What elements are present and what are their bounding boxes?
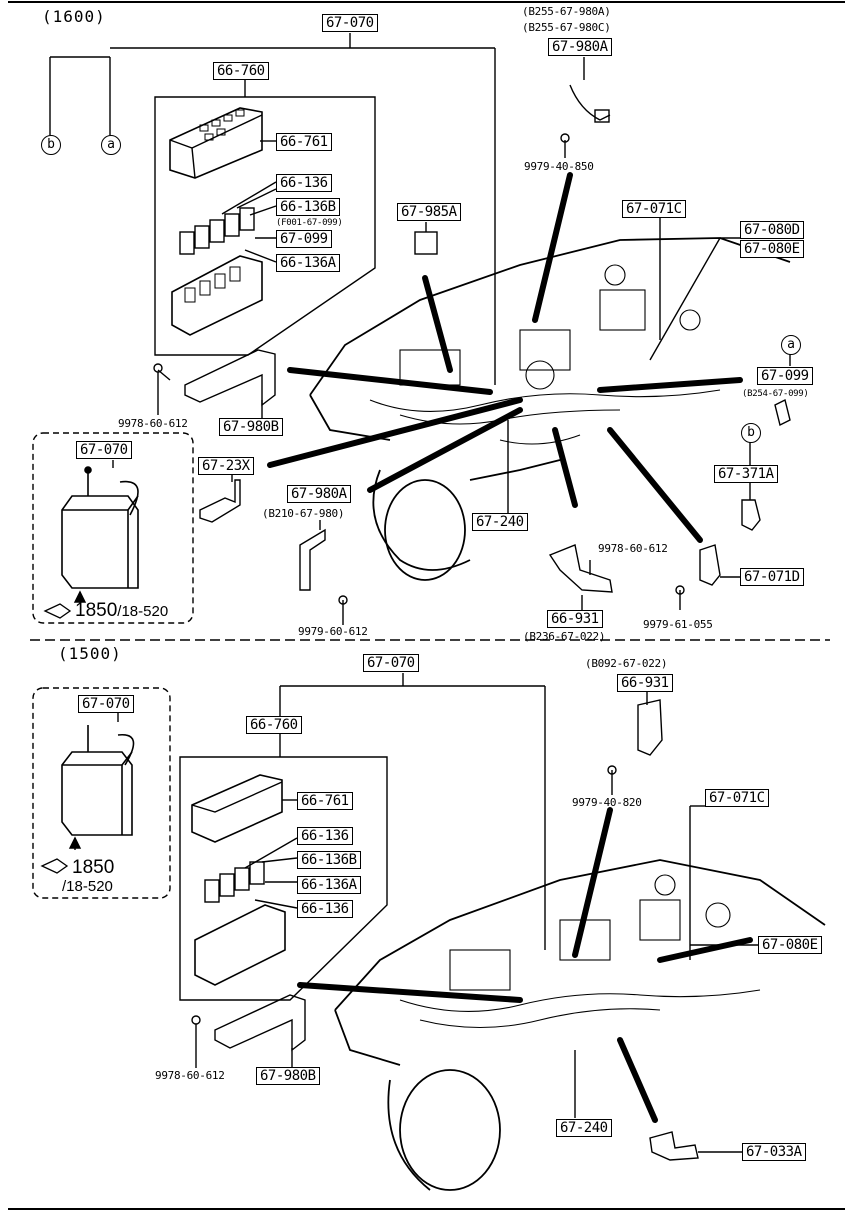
label-67-099-top: 67-099 [276,230,332,248]
section-1600-label: (1600) [42,7,106,26]
bolt-9979-60-612: 9979-60-612 [298,625,368,638]
bolt-9978-60-612-bottom: 9978-60-612 [155,1069,225,1082]
label-66-761-top: 66-761 [276,133,332,151]
label-66-136b-bottom: 66-136B [297,851,361,869]
bolt-9979-40-820: 9979-40-820 [572,796,642,809]
label-67-070-bottom: 67-070 [363,654,419,672]
section-1500-label: (1500) [58,644,122,663]
label-67-23x: 67-23X [198,457,254,475]
label-67-240-top: 67-240 [472,513,528,531]
label-67-071c-top: 67-071C [622,200,686,218]
label-66-760-top: 66-760 [213,62,269,80]
label-battery-cable-top: 67-070 [76,441,132,459]
note-b092-67-022: (B092-67-022) [585,657,668,670]
note-b255-67-980a: (B255-67-980A) [522,5,611,18]
label-66-931-top: 66-931 [547,610,603,628]
label-66-136a-bottom: 66-136A [297,876,361,894]
callout-a-circle: a [101,135,121,155]
label-67-980b-bottom: 67-980B [256,1067,320,1085]
note-f001-67-099: (F001-67-099) [276,218,343,228]
label-66-136-bottom-2: 66-136 [297,900,353,918]
label-66-136-top: 66-136 [276,174,332,192]
reference-suffix-bottom: /18-520 [62,878,113,896]
callout-a-circle-right: a [781,335,801,355]
callout-b-circle: b [41,135,61,155]
note-b255-67-980c: (B255-67-980C) [522,21,611,34]
label-67-371a: 67-371A [714,465,778,483]
label-66-760-bottom: 66-760 [246,716,302,734]
bolt-9979-40-850: 9979-40-850 [524,160,594,173]
label-67-071c-bottom: 67-071C [705,789,769,807]
label-66-136-bottom: 66-136 [297,827,353,845]
ref-suffix: /18-520 [62,878,113,895]
bolt-9978-60-612-b: 9978-60-612 [598,542,668,555]
ref-number: 1850 [72,857,115,878]
label-67-033a: 67-033A [742,1143,806,1161]
label-67-980a-lower: 67-980A [287,485,351,503]
label-67-240-bottom: 67-240 [556,1119,612,1137]
note-b210-67-980: (B210-67-980) [262,507,345,520]
ref-suffix: /18-520 [117,603,169,620]
note-b236-67-022: (B236-67-022) [523,630,606,643]
callout-b-circle-right: b [741,423,761,443]
label-66-136b-top: 66-136B [276,198,340,216]
label-battery-cable-bottom: 67-070 [78,695,134,713]
label-67-071d: 67-071D [740,568,804,586]
label-67-099-right: 67-099 [757,367,813,385]
label-67-985a: 67-985A [397,203,461,221]
label-67-070-top: 67-070 [322,14,378,32]
bolt-9978-60-612-top: 9978-60-612 [118,417,188,430]
label-66-136a-top: 66-136A [276,254,340,272]
label-67-080e-top: 67-080E [740,240,804,258]
label-66-931-bottom: 66-931 [617,674,673,692]
label-67-980b-top: 67-980B [219,418,283,436]
ref-number: 1850 [75,600,118,621]
label-67-980a-top: 67-980A [548,38,612,56]
label-67-080e-bottom: 67-080E [758,936,822,954]
note-b254-67-099: (B254-67-099) [742,389,809,399]
reference-1850-bottom: 1850 [72,857,114,879]
label-66-761-bottom: 66-761 [297,792,353,810]
reference-1850-top: 1850/18-520 [75,600,168,622]
bolt-9979-61-055: 9979-61-055 [643,618,713,631]
label-67-080d: 67-080D [740,221,804,239]
